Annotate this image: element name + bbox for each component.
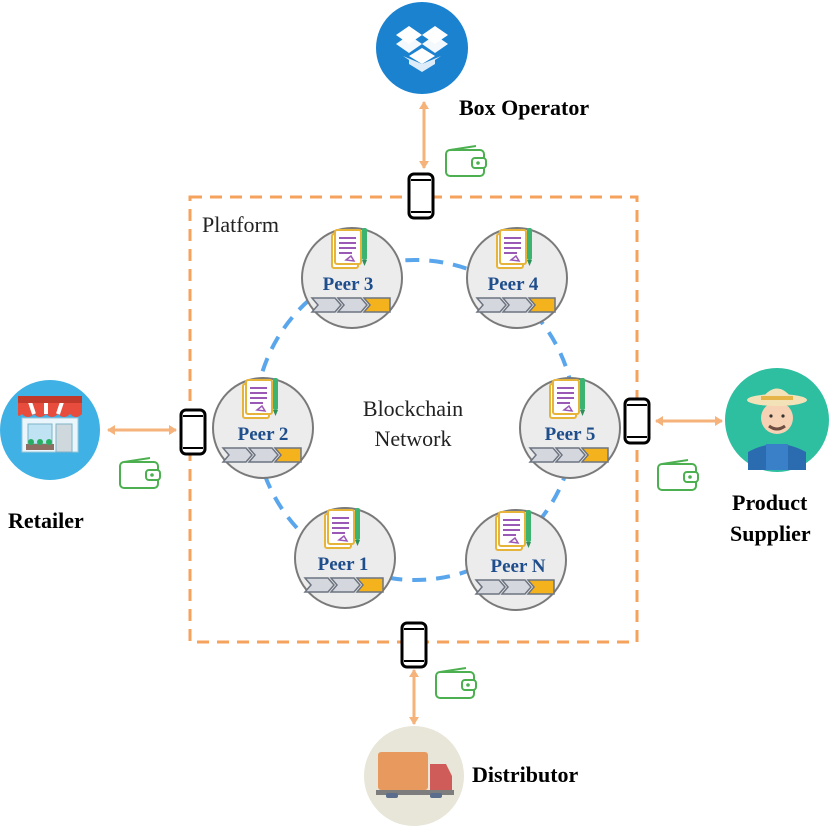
phone-icon <box>400 621 428 669</box>
phone-icon <box>623 397 651 445</box>
truck-icon <box>376 752 454 798</box>
product-supplier-label-line2: Supplier <box>730 521 811 546</box>
box-operator-label: Box Operator <box>459 95 589 120</box>
peer-node-5: Peer 5 <box>519 377 621 479</box>
wallet-icon <box>657 459 699 491</box>
peer-node-n: Peer N <box>465 509 567 611</box>
distributor-actor: Distributor <box>364 726 579 826</box>
wallet-icon <box>119 457 161 489</box>
box-icon <box>396 26 448 72</box>
retailer-actor: Retailer <box>0 380 100 533</box>
wallet-icon <box>445 145 487 177</box>
peer-label: Peer 2 <box>238 424 289 445</box>
peer-label: Peer 4 <box>488 274 539 295</box>
box-operator-actor: Box Operator <box>376 2 589 120</box>
peer-label: Peer 5 <box>545 424 596 445</box>
storefront-icon <box>18 396 82 453</box>
peer-label: Peer 1 <box>318 554 369 575</box>
retailer-label: Retailer <box>8 508 84 533</box>
phone-icon <box>179 408 207 456</box>
peer-node-2: Peer 2 <box>212 377 314 479</box>
peer-node-4: Peer 4 <box>466 227 568 329</box>
distributor-label: Distributor <box>472 762 579 787</box>
peer-node-1: Peer 1 <box>294 507 396 609</box>
platform-label: Platform <box>202 212 279 237</box>
network-label-line2: Network <box>375 426 452 451</box>
peer-label: Peer N <box>490 556 545 577</box>
peer-label: Peer 3 <box>323 274 374 295</box>
phone-icon <box>407 172 435 220</box>
farmer-avatar-icon <box>747 388 807 470</box>
product-supplier-label-line1: Product <box>732 490 808 515</box>
wallet-icon <box>435 667 477 699</box>
network-label-line1: Blockchain <box>363 396 463 421</box>
product-supplier-actor: Product Supplier <box>725 368 829 546</box>
peer-node-3: Peer 3 <box>301 227 403 329</box>
